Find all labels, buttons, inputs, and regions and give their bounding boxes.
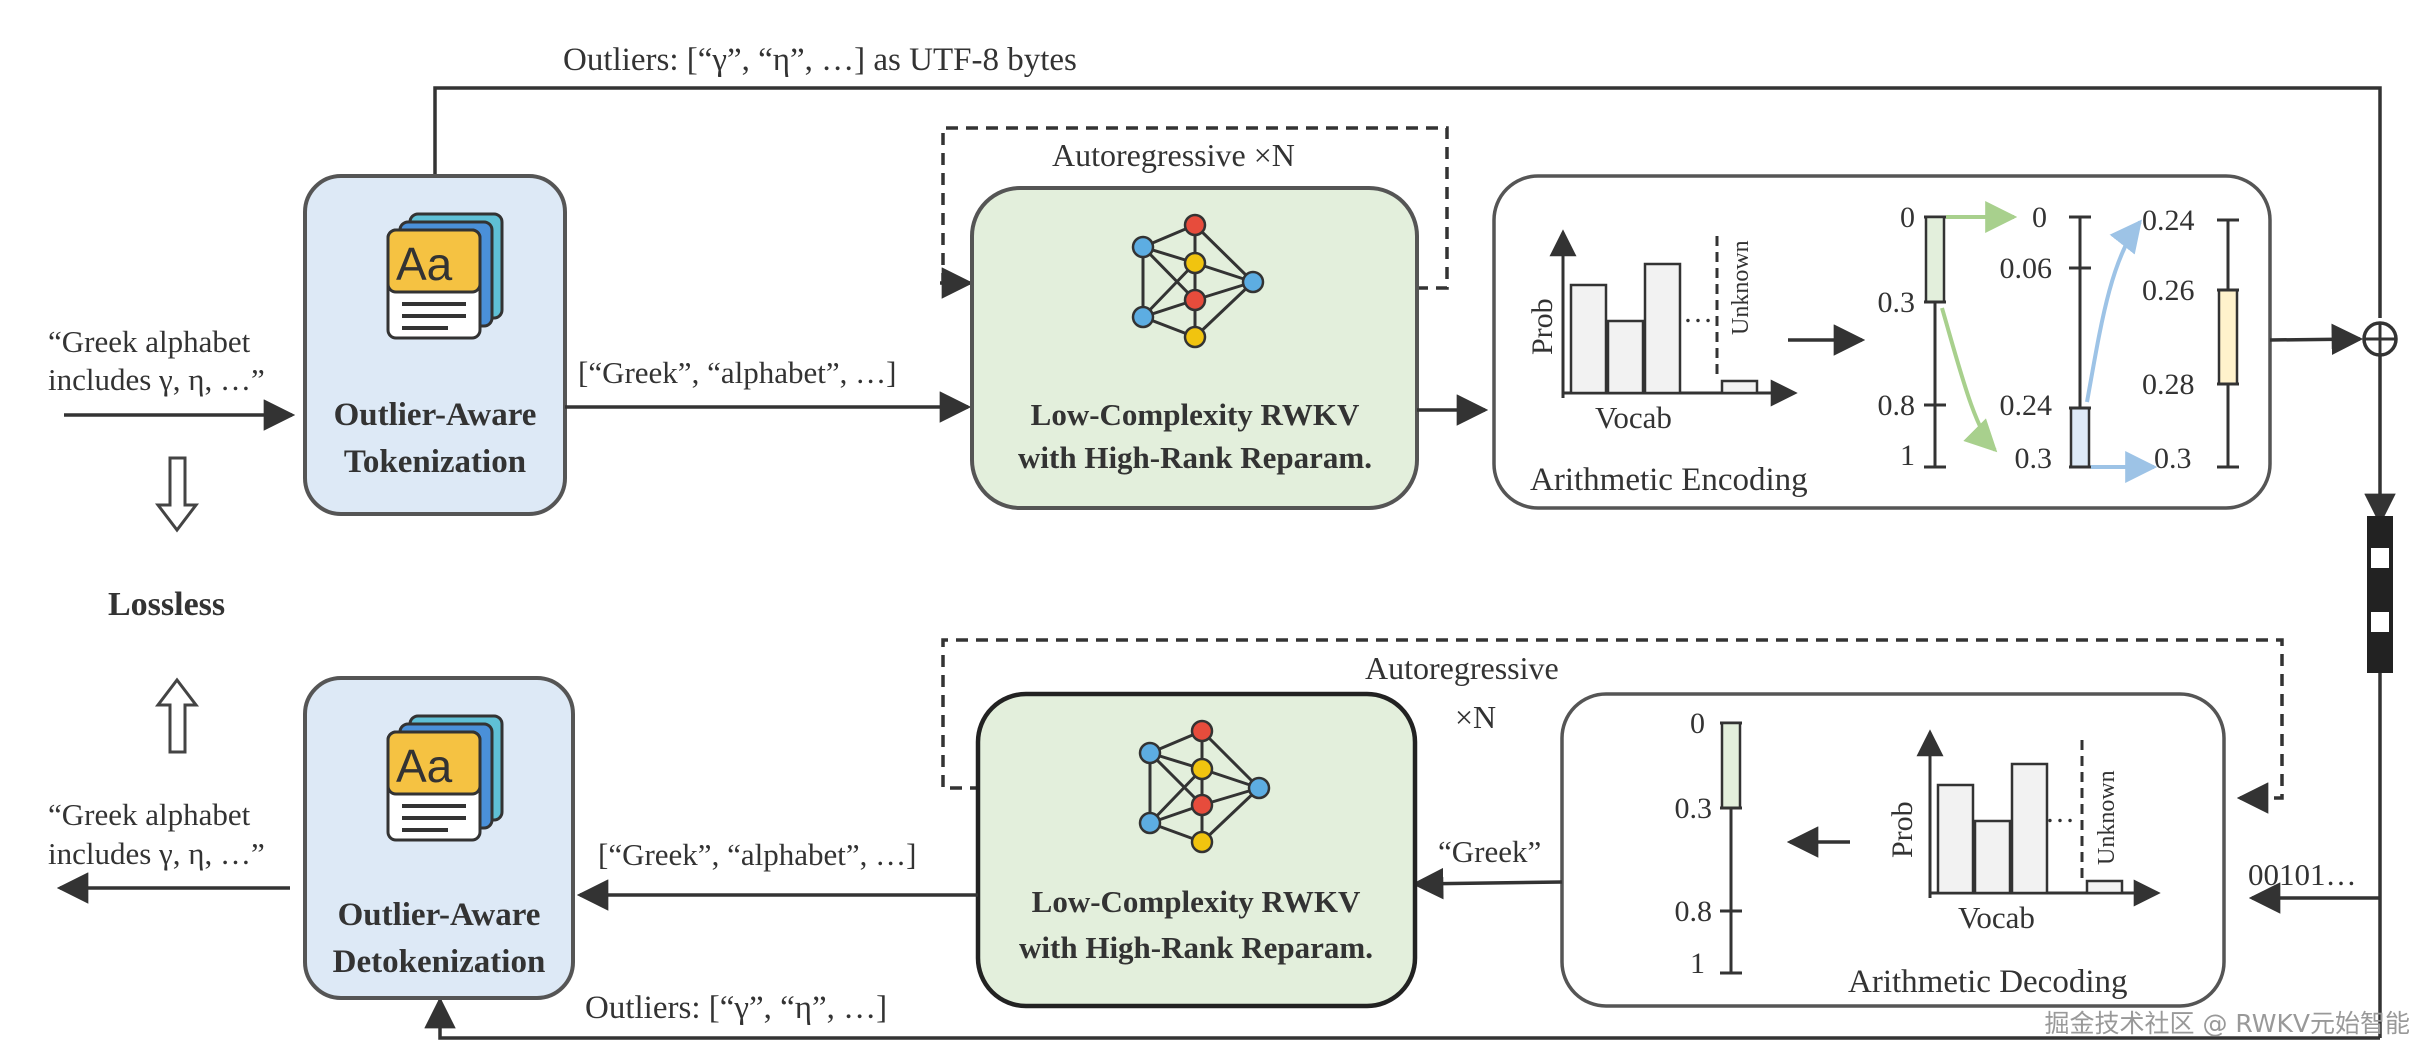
output-text-line2: includes γ, η, …”: [48, 836, 265, 871]
model-top-label-line1: Low-Complexity RWKV: [1031, 397, 1360, 432]
enc-s3-t2: 0.28: [2142, 368, 2195, 401]
enc-s3-t3: 0.3: [2154, 442, 2192, 475]
dec-t2: 0.8: [1675, 895, 1713, 928]
enc-s1-t3: 1: [1900, 439, 1915, 472]
detokenizer-doc-icon: Aa: [386, 714, 504, 842]
encoder-bar-2: [1643, 262, 1682, 395]
decoder-xlabel: Vocab: [1958, 900, 2035, 935]
decoder-ylabel: Prob: [1886, 801, 1919, 858]
bitstream-label: 00101…: [2248, 857, 2357, 892]
decoder-ellipsis: …: [2045, 796, 2075, 829]
encoder-bar-3: [1720, 379, 1759, 395]
network-icon-bottom: [1138, 719, 1271, 854]
enc-s2-t0: 0: [2032, 201, 2047, 234]
encoder-bar-0: [1569, 283, 1608, 395]
detokenizer-label-line1: Outlier-Aware: [338, 897, 541, 933]
decoder-bar-1: [1973, 819, 2012, 895]
encoder-ellipsis: …: [1683, 296, 1713, 329]
decoder-bar-3: [2085, 879, 2124, 895]
encoder-unknown-label: Unknown: [1728, 240, 1754, 335]
decoder-title: Arithmetic Decoding: [1848, 964, 2128, 1000]
network-icon-top: [1131, 213, 1265, 349]
output-text-line1: “Greek alphabet: [48, 797, 251, 832]
autoregressive-bottom-label: Autoregressive: [1365, 650, 1559, 686]
tokens-bottom-label: [“Greek”, “alphabet”, …]: [598, 837, 916, 872]
tokens-top-label: [“Greek”, “alphabet”, …]: [578, 355, 896, 390]
enc-s2-t1: 0.06: [2000, 252, 2053, 285]
top-outliers-label: Outliers: [“γ”, “η”, …] as UTF-8 bytes: [563, 42, 1077, 78]
enc-s2-t2: 0.24: [2000, 389, 2053, 422]
enc-blue-arrow-top: [2085, 219, 2142, 403]
enc-s1-t0: 0: [1900, 201, 1915, 234]
xor-circle: [2362, 321, 2398, 357]
bottom-outliers-label: Outliers: [“γ”, “η”, …]: [585, 990, 887, 1026]
model-bottom-label-line1: Low-Complexity RWKV: [1032, 884, 1361, 919]
decoder-scale: 0 0.3 0.8 1: [1675, 707, 1742, 980]
enc-green-arrow-bottom: [1940, 307, 1998, 453]
down-hollow-arrow: [154, 456, 200, 533]
input-text-line2: includes γ, η, …”: [48, 362, 265, 397]
decoder-bar-0: [1936, 783, 1975, 895]
autoregressive-bottom-multiplier: ×N: [1455, 699, 1496, 735]
autoregressive-loop-bottom: [941, 638, 2284, 800]
encoder-bar-1: [1606, 319, 1645, 395]
enc-s3-t1: 0.26: [2142, 274, 2195, 307]
decoder-bar-2: [2010, 762, 2049, 895]
detokenizer-icon-glyph: Aa: [396, 740, 453, 792]
decoder-prob-chart: … Unknown Prob Vocab: [1886, 729, 2161, 935]
up-hollow-arrow: [154, 677, 200, 754]
model-top-label-line2: with High-Rank Reparam.: [1018, 440, 1372, 475]
encoder-title: Arithmetic Encoding: [1530, 462, 1808, 498]
input-text-line1: “Greek alphabet: [48, 324, 251, 359]
enc-s3-t0: 0.24: [2142, 204, 2195, 237]
encoder-to-xor-arrow: [2269, 323, 2364, 356]
tokenizer-doc-icon: Aa: [386, 212, 504, 340]
bottom-outliers-line: [424, 996, 2380, 1040]
lossless-label: Lossless: [108, 586, 225, 623]
dec-t1: 0.3: [1675, 792, 1713, 825]
enc-s1-t1: 0.3: [1878, 286, 1916, 319]
watermark: 掘金技术社区 @ RWKV元始智能: [2045, 1009, 2410, 1038]
encoder-scale-2: 0 0.06 0.24 0.3: [2000, 201, 2091, 475]
encoder-scale-3: 0.24 0.26 0.28 0.3: [2142, 204, 2239, 475]
dec-t3: 1: [1690, 947, 1705, 980]
dec-t0: 0: [1690, 707, 1705, 740]
decoder-output-token: “Greek”: [1438, 834, 1541, 869]
encoder-xlabel: Vocab: [1595, 400, 1672, 435]
encoder-ylabel: Prob: [1526, 298, 1559, 355]
decoder-to-model-arrow: [1411, 867, 1563, 900]
autoregressive-top-label: Autoregressive ×N: [1052, 137, 1295, 173]
encoder-scale-1: 0 0.3 0.8 1: [1878, 201, 1946, 472]
tokenizer-label-line1: Outlier-Aware: [334, 397, 537, 433]
enc-s1-t2: 0.8: [1878, 389, 1916, 422]
tokenizer-icon-glyph: Aa: [396, 238, 453, 290]
model-bottom-label-line2: with High-Rank Reparam.: [1019, 930, 1373, 965]
detokenizer-label-line2: Detokenization: [333, 944, 546, 980]
encoder-prob-chart: … Unknown Prob Vocab: [1526, 229, 1798, 435]
top-outliers-line: [433, 86, 2382, 318]
tokenizer-label-line2: Tokenization: [344, 444, 526, 480]
decoder-unknown-label: Unknown: [2094, 770, 2120, 865]
bitstream-icon: [2367, 516, 2393, 673]
enc-s2-t3: 0.3: [2015, 442, 2053, 475]
